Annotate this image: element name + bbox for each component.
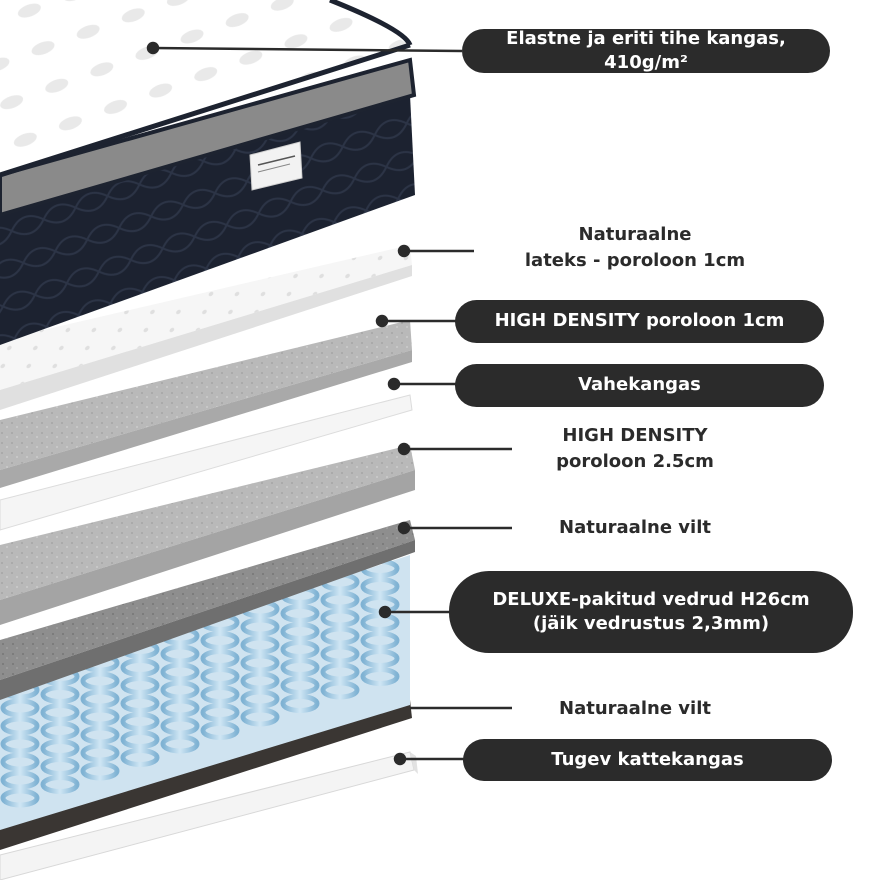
spring-coil	[120, 658, 160, 677]
spring-coil	[120, 730, 160, 749]
spring-coil	[0, 788, 40, 808]
label-fabric-text: Elastne ja eriti tihe kangas, 410g/m²	[506, 27, 786, 73]
label-hd-foam-2-line1: HIGH DENSITY	[562, 425, 708, 446]
spring-coil	[160, 716, 200, 736]
spring-coil	[160, 698, 200, 718]
spring-coil	[0, 752, 40, 772]
hd-foam-1-layer	[0, 320, 412, 488]
spring-coil	[320, 680, 360, 700]
label-latex: Naturaalne lateks - poroloon 1cm	[500, 222, 770, 274]
spring-coil	[200, 721, 240, 740]
spring-coil	[0, 698, 40, 718]
spring-unit-layer	[0, 555, 410, 830]
spring-coil	[360, 631, 400, 650]
spring-coil	[40, 775, 80, 794]
label-felt-bottom-text: Naturaalne vilt	[559, 698, 711, 719]
label-hd-foam-2-line2: poroloon 2.5cm	[556, 451, 714, 473]
spring-coil	[240, 671, 280, 691]
spring-coil	[80, 725, 120, 745]
leader-lines	[146, 41, 512, 766]
spring-coil	[240, 617, 280, 637]
spring-coil	[160, 680, 200, 700]
brand-tag	[249, 141, 303, 191]
spring-coil	[320, 590, 360, 610]
spring-coil	[320, 608, 360, 628]
label-latex-line2: lateks - poroloon 1cm	[524, 250, 746, 272]
spring-coil	[0, 734, 40, 754]
spring-coil	[280, 676, 320, 695]
spring-coil	[120, 712, 160, 731]
label-springs: DELUXE-pakitud vedrud H26cm (jäik vedrus…	[449, 571, 853, 653]
spring-coil	[320, 626, 360, 646]
spring-coil	[280, 658, 320, 677]
label-latex-line1: Naturaalne	[578, 224, 692, 245]
spring-coil	[240, 653, 280, 673]
spring-coil	[200, 667, 240, 686]
spring-coil	[360, 667, 400, 686]
spring-coil	[80, 671, 120, 691]
spring-coil	[40, 739, 80, 758]
spring-coil	[40, 685, 80, 704]
spring-coil	[280, 640, 320, 659]
spring-coil	[360, 577, 400, 596]
spring-coil	[200, 631, 240, 650]
spring-coil	[320, 662, 360, 682]
label-hd-foam-2: HIGH DENSITY poroloon 2.5cm	[515, 423, 755, 475]
label-hd-foam-1-text: HIGH DENSITY poroloon 1cm	[494, 310, 785, 332]
latex-layer	[0, 245, 412, 410]
spring-coil	[80, 707, 120, 727]
felt-bottom-layer	[0, 700, 412, 850]
label-hd-foam-1: HIGH DENSITY poroloon 1cm	[455, 300, 824, 343]
label-felt-top-text: Naturaalne vilt	[559, 517, 711, 538]
separator-fabric-layer	[0, 394, 413, 531]
label-springs-line1: DELUXE-pakitud vedrud H26cm	[492, 588, 810, 610]
label-springs-line2: (jäik vedrustus 2,3mm)	[532, 613, 770, 634]
spring-coil	[120, 694, 160, 713]
spring-coil	[200, 703, 240, 722]
label-bottom-cover-text: Tugev kattekangas	[551, 748, 744, 770]
spring-coil	[240, 707, 280, 727]
spring-coil	[320, 644, 360, 664]
spring-coil	[80, 761, 120, 781]
top-mattress	[0, 0, 417, 345]
label-bottom-cover: Tugev kattekangas	[463, 739, 832, 781]
label-felt-bottom: Naturaalne vilt	[515, 696, 755, 722]
spring-coil	[160, 644, 200, 664]
spring-coil	[360, 649, 400, 668]
spring-coil	[120, 748, 160, 767]
hd-foam-2-layer	[0, 445, 415, 625]
spring-coil	[160, 734, 200, 754]
spring-coil	[200, 649, 240, 668]
spring-coil	[200, 685, 240, 704]
label-felt-top: Naturaalne vilt	[515, 515, 755, 541]
spring-coil	[40, 703, 80, 722]
spring-coil	[40, 757, 80, 776]
spring-coil	[0, 770, 40, 790]
felt-top-layer	[0, 520, 415, 700]
spring-coil	[80, 689, 120, 709]
label-fabric: Elastne ja eriti tihe kangas, 410g/m²	[462, 27, 830, 73]
label-separator: Vahekangas	[455, 364, 824, 407]
spring-coil	[240, 635, 280, 655]
label-separator-text: Vahekangas	[578, 374, 701, 396]
spring-coil	[160, 662, 200, 682]
spring-coil	[80, 743, 120, 763]
bottom-cover-layer	[0, 751, 418, 880]
spring-coil	[280, 604, 320, 623]
spring-coil	[280, 622, 320, 641]
spring-coil	[120, 676, 160, 695]
spring-coil	[240, 689, 280, 709]
spring-coil	[40, 721, 80, 740]
spring-coil	[280, 694, 320, 713]
spring-coil	[0, 716, 40, 736]
